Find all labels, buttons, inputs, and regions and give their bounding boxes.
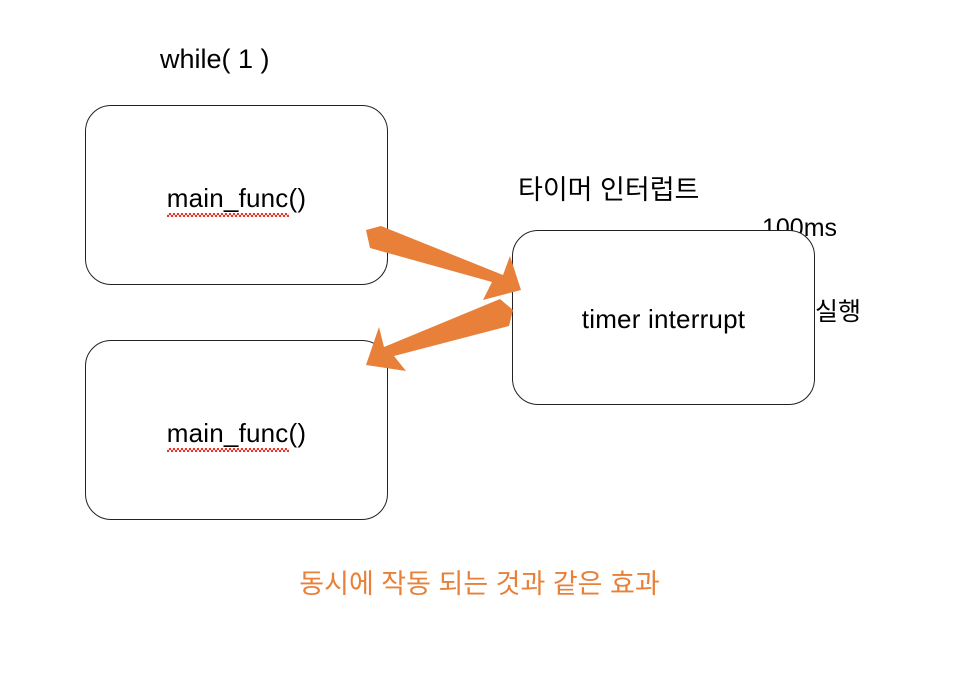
timer-interrupt-korean-label: 타이머 인터럽트	[518, 175, 700, 205]
main-func-misspelled-word-bottom: main_func	[166, 418, 289, 452]
main-func-parens-bottom: ()	[288, 418, 307, 448]
main-func-box-bottom-label: main_func()	[86, 418, 387, 452]
main-func-misspelled-word-top: main_func	[166, 183, 289, 217]
timer-interrupt-box-label: timer interrupt	[581, 304, 746, 334]
timer-interrupt-box: timer interrupt	[512, 230, 815, 405]
arrow-to-timer-icon	[366, 226, 521, 300]
simultaneous-effect-caption: 동시에 작동 되는 것과 같은 효과	[299, 569, 660, 599]
main-func-box-top-label: main_func()	[86, 183, 387, 217]
main-func-box-top: main_func()	[85, 105, 388, 285]
main-func-box-bottom: main_func()	[85, 340, 388, 520]
while-loop-label: while( 1 )	[160, 44, 270, 74]
main-func-parens-top: ()	[288, 183, 307, 213]
arrow-to-mainfunc-icon	[366, 299, 513, 371]
